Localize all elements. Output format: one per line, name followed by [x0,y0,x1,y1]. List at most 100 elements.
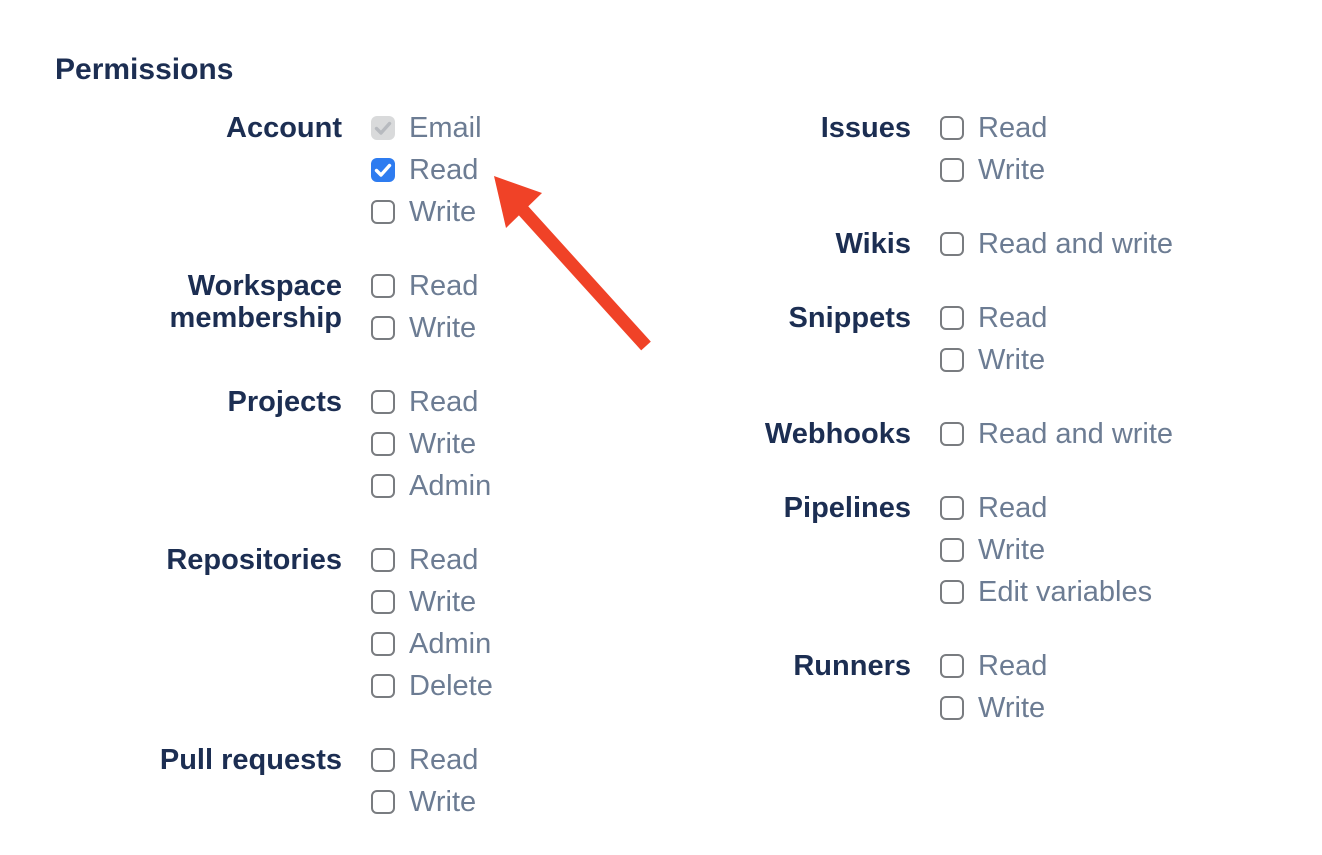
checkbox-label-account-write[interactable]: Write [409,196,477,228]
permission-item-row: Edit variables [940,571,1152,613]
checkbox-repositories-delete[interactable] [371,674,395,698]
permission-group-items: Read Write [940,297,1047,381]
checkbox-runners-write[interactable] [940,696,964,720]
permission-item-row: Write [371,423,491,465]
checkbox-label-webhooks-read-and-write[interactable]: Read and write [978,418,1174,450]
permission-item-row: Read and write [940,223,1173,265]
permission-item-row: Read [371,149,482,191]
checkbox-label-projects-read[interactable]: Read [409,386,479,418]
checkbox-label-workspace-membership-write[interactable]: Write [409,312,477,344]
checkbox-label-pipelines-read[interactable]: Read [978,492,1048,524]
checkmark-icon [374,121,392,135]
group-label-snippets: Snippets [788,302,911,334]
permission-item-row: Read [371,381,491,423]
checkbox-projects-read[interactable] [371,390,395,414]
checkbox-webhooks-read-and-write[interactable] [940,422,964,446]
checkbox-label-pipelines-edit-variables[interactable]: Edit variables [978,576,1153,608]
group-label-wikis: Wikis [835,228,912,260]
checkbox-label-repositories-delete[interactable]: Delete [409,670,493,702]
permission-item-row: Email [371,107,482,149]
checkbox-issues-write[interactable] [940,158,964,182]
permission-item-row: Read [371,739,478,781]
permission-group-items: Email Read Write [371,107,482,233]
checkbox-pipelines-read[interactable] [940,496,964,520]
checkbox-label-issues-write[interactable]: Write [978,154,1046,186]
permission-item-row: Read [940,645,1047,687]
checkbox-label-runners-read[interactable]: Read [978,650,1048,682]
checkbox-snippets-write[interactable] [940,348,964,372]
permission-group-items: Read and write [940,223,1173,265]
permission-item-row: Delete [371,665,493,707]
group-label-issues: Issues [820,112,911,144]
checkbox-label-workspace-membership-read[interactable]: Read [409,270,479,302]
permission-item-row: Read [940,487,1152,529]
permission-item-row: Read [940,297,1047,339]
permission-group-items: Read Write Admin [371,381,491,507]
permission-group: Wikis Read and write [721,223,1174,265]
checkbox-issues-read[interactable] [940,116,964,140]
checkbox-repositories-write[interactable] [371,590,395,614]
permission-group: Pipelines Read Write Edit variables [721,487,1173,613]
checkbox-label-snippets-write[interactable]: Write [978,344,1046,376]
checkbox-label-projects-write[interactable]: Write [409,428,477,460]
checkbox-workspace-membership-write[interactable] [371,316,395,340]
checkbox-repositories-read[interactable] [371,548,395,572]
permission-item-row: Write [940,339,1047,381]
red-arrow-head [494,176,542,228]
group-label-projects: Projects [227,386,342,418]
checkbox-snippets-read[interactable] [940,306,964,330]
checkbox-pipelines-write[interactable] [940,538,964,562]
red-arrow-shaft [516,203,651,351]
checkbox-runners-read[interactable] [940,654,964,678]
permissions-right-column: Issues Read Write Wikis Read and write [721,107,1173,761]
permission-item-row: Admin [371,465,491,507]
permission-item-row: Admin [371,623,493,665]
checkbox-label-issues-read[interactable]: Read [978,112,1048,144]
group-label-repositories: Repositories [166,544,342,576]
checkbox-projects-write[interactable] [371,432,395,456]
permission-item-row: Write [371,307,478,349]
checkbox-wikis-read-and-write[interactable] [940,232,964,256]
permission-item-row: Write [371,581,493,623]
checkbox-label-account-email: Email [409,112,482,144]
checkbox-label-repositories-admin[interactable]: Admin [409,628,492,660]
permission-item-row: Write [371,191,482,233]
checkbox-pull-requests-write[interactable] [371,790,395,814]
permission-group-items: Read Write [371,265,478,349]
checkbox-pull-requests-read[interactable] [371,748,395,772]
permissions-left-column: Account Email Read Write Workspace membe… [152,107,493,855]
checkbox-label-runners-write[interactable]: Write [978,692,1046,724]
checkbox-account-write[interactable] [371,200,395,224]
checkbox-label-pull-requests-read[interactable]: Read [409,744,479,776]
permission-group-items: Read Write [940,107,1047,191]
checkbox-pipelines-edit-variables[interactable] [940,580,964,604]
checkbox-account-read[interactable] [371,158,395,182]
checkbox-label-repositories-write[interactable]: Write [409,586,477,618]
checkbox-repositories-admin[interactable] [371,632,395,656]
checkbox-workspace-membership-read[interactable] [371,274,395,298]
group-label-workspace-membership: Workspace membership [169,270,342,334]
checkbox-label-account-read[interactable]: Read [409,154,479,186]
checkbox-label-snippets-read[interactable]: Read [978,302,1048,334]
permission-group: Projects Read Write Admin [152,381,493,507]
permission-group: Pull requests Read Write [152,739,493,823]
checkmark-icon [374,163,392,177]
checkbox-label-projects-admin[interactable]: Admin [409,470,492,502]
permission-group-items: Read and write [940,413,1173,455]
permission-group-items: Read Write Admin Delete [371,539,493,707]
permission-group: Runners Read Write [721,645,1173,729]
permission-item-row: Write [940,149,1047,191]
permission-item-row: Read [940,107,1047,149]
checkbox-account-email [371,116,395,140]
group-label-runners: Runners [793,650,911,682]
permission-group-items: Read Write [371,739,478,823]
permission-group-items: Read Write Edit variables [940,487,1152,613]
checkbox-label-pull-requests-write[interactable]: Write [409,786,477,818]
checkbox-projects-admin[interactable] [371,474,395,498]
permission-item-row: Write [940,529,1152,571]
permission-group: Webhooks Read and write [721,413,1173,455]
checkbox-label-pipelines-write[interactable]: Write [978,534,1046,566]
checkbox-label-wikis-read-and-write[interactable]: Read and write [978,228,1174,260]
checkbox-label-repositories-read[interactable]: Read [409,544,479,576]
permission-item-row: Read and write [940,413,1173,455]
